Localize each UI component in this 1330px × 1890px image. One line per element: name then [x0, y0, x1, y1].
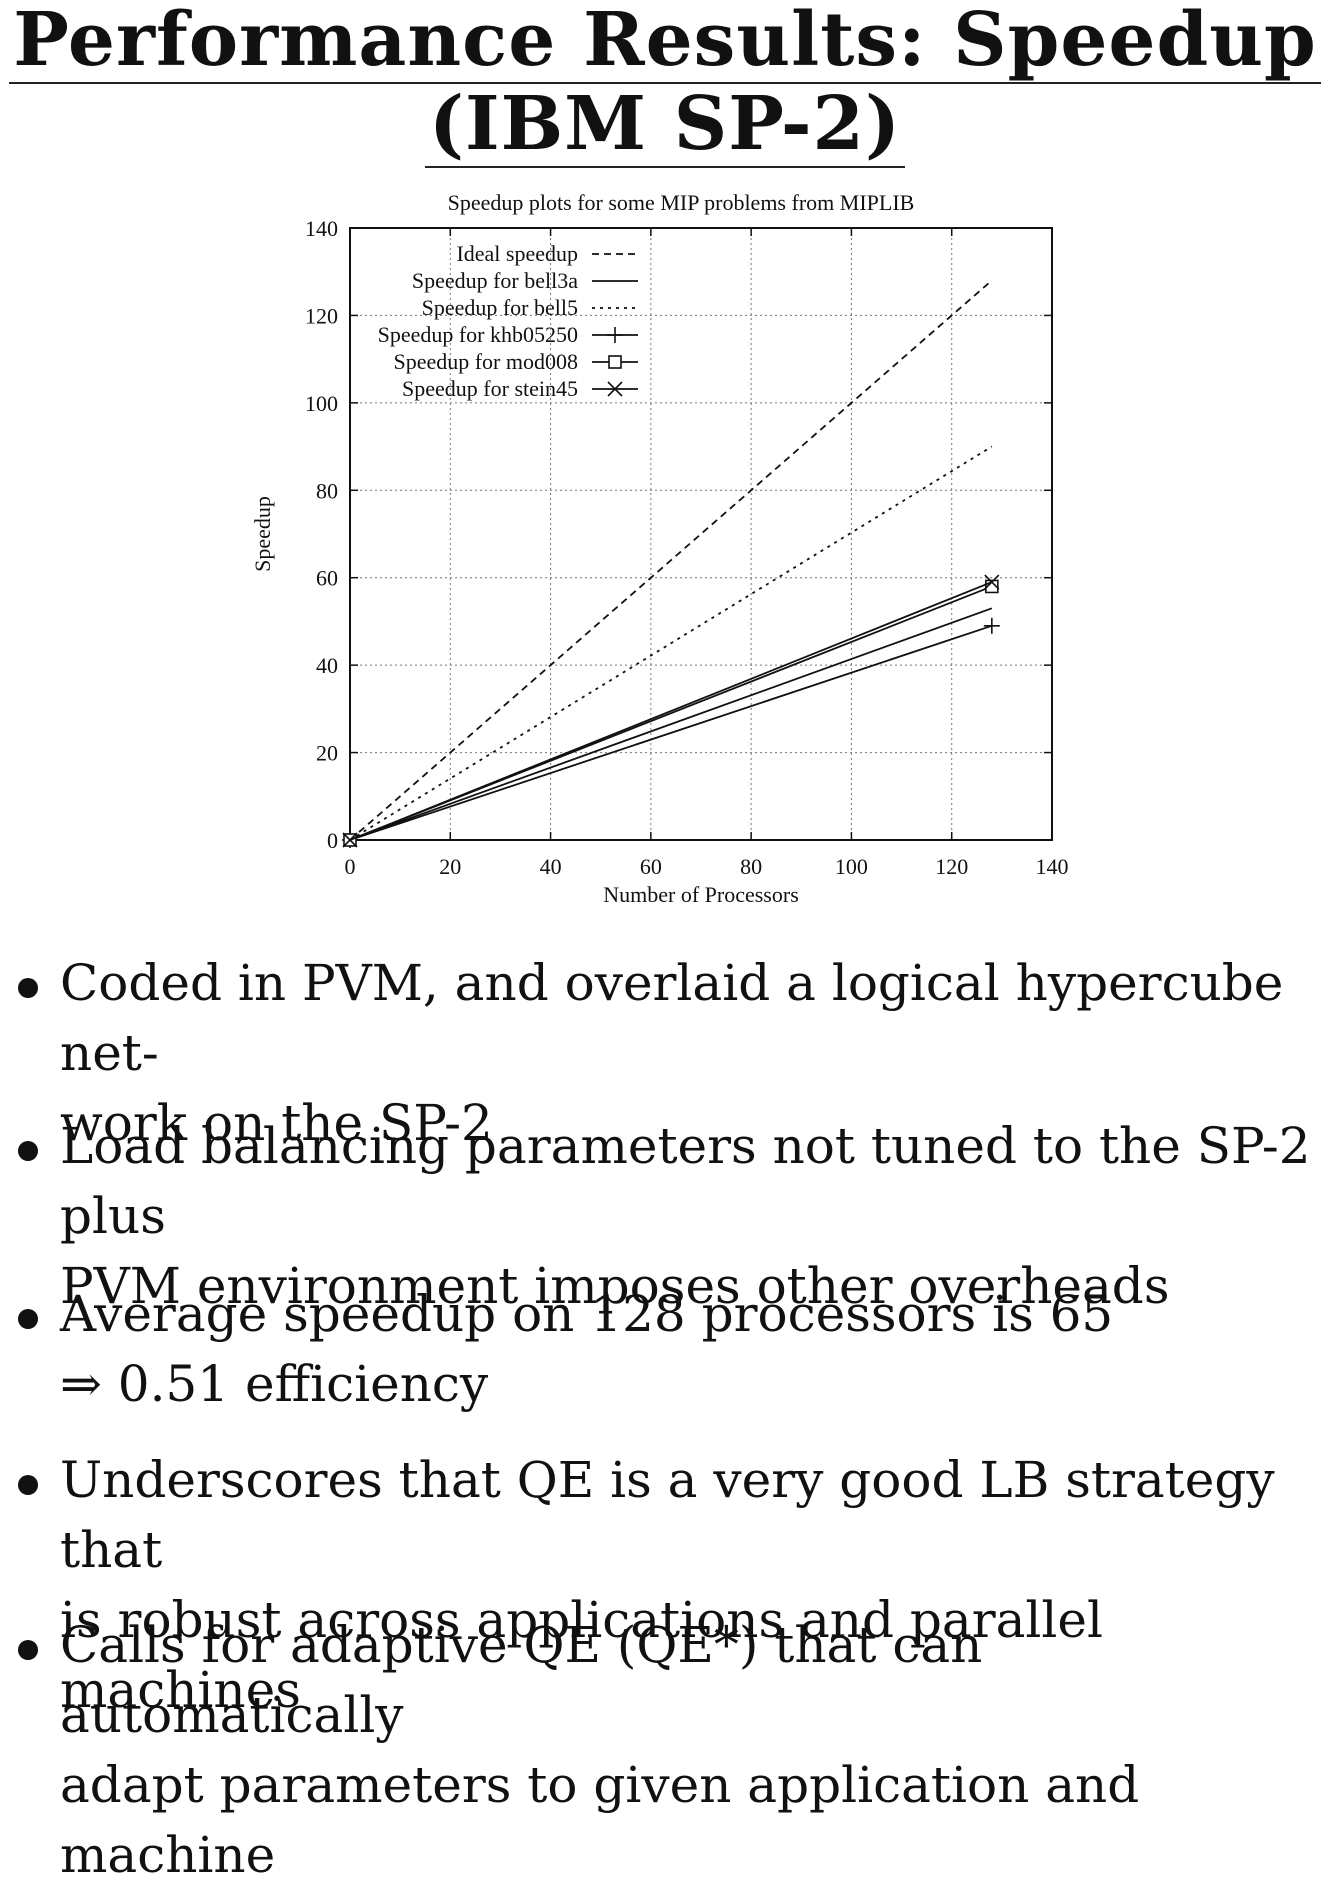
plot-frame — [349, 227, 1053, 841]
bullet-text: Underscores that QE is a very good LB st… — [60, 1445, 1320, 1725]
y-tick-label: 100 — [305, 391, 338, 416]
bullet-line: work on the SP-2 — [60, 1094, 493, 1152]
bullet-dot-icon — [18, 1141, 38, 1161]
bullet-line: Load balancing parameters not tuned to t… — [60, 1117, 1311, 1245]
legend-label: Ideal speedup — [456, 241, 578, 266]
bullet-text: Coded in PVM, and overlaid a logical hyp… — [60, 948, 1320, 1158]
cross-marker — [607, 381, 623, 397]
bullet-line: ⇒ 0.51 efficiency — [60, 1355, 489, 1413]
x-tick-label: 140 — [1036, 854, 1069, 879]
series-line — [349, 624, 993, 841]
bullet-text: Average speedup on 128 processors is 65 … — [60, 1279, 1320, 1419]
legend-label: Speedup for khb05250 — [378, 322, 578, 347]
bullet-line: Underscores that QE is a very good LB st… — [60, 1451, 1275, 1579]
bullet-line: Coded in PVM, and overlaid a logical hyp… — [60, 954, 1284, 1082]
bullet-line: is robust across applications and parall… — [60, 1591, 1103, 1719]
series-line — [349, 607, 993, 841]
bullet-dot-icon — [18, 1309, 38, 1329]
legend-label: Speedup for mod008 — [393, 349, 578, 374]
slide-title-line-1: Performance Results: Speedup — [0, 0, 1330, 84]
legend-label: Speedup for stein45 — [402, 376, 578, 401]
x-tick-label: 100 — [835, 854, 868, 879]
x-tick-label: 40 — [540, 854, 562, 879]
y-tick-label: 140 — [305, 216, 338, 241]
bullet-line: PVM environment imposes other overheads — [60, 1257, 1170, 1315]
y-axis-label: Speedup — [250, 496, 275, 572]
y-tick-label: 20 — [316, 741, 338, 766]
x-tick-label: 120 — [935, 854, 968, 879]
bullet-line: Average speedup on 128 processors is 65 — [60, 1285, 1114, 1343]
x-tick-label: 60 — [640, 854, 662, 879]
chart-title: Speedup plots for some MIP problems from… — [448, 190, 915, 215]
bullet-line: adapt parameters to given application an… — [60, 1756, 1140, 1884]
square-marker — [608, 355, 622, 369]
cross-marker — [342, 832, 358, 848]
bullet-dot-icon — [18, 1640, 38, 1660]
bullet-dot-icon — [18, 978, 38, 998]
bullet-text: Load balancing parameters not tuned to t… — [60, 1111, 1320, 1321]
series-line — [349, 581, 993, 841]
series-line — [349, 445, 993, 841]
bullet-dot-icon — [18, 1475, 38, 1495]
x-tick-label: 0 — [345, 854, 356, 879]
y-tick-label: 60 — [316, 566, 338, 591]
x-axis-label: Number of Processors — [603, 882, 799, 907]
slide-title-text-1: Performance Results: Speedup — [9, 0, 1321, 84]
y-tick-label: 0 — [327, 828, 338, 853]
y-tick-label: 40 — [316, 653, 338, 678]
slide-title-line-2: (IBM SP-2) — [0, 84, 1330, 168]
bullet-line: Calls for adaptive QE (QE*) that can aut… — [60, 1616, 983, 1744]
legend-label: Speedup for bell5 — [422, 295, 578, 320]
cross-marker — [984, 574, 1000, 590]
y-tick-label: 120 — [305, 303, 338, 328]
bullet-text: Calls for adaptive QE (QE*) that can aut… — [60, 1610, 1320, 1890]
series-line — [349, 279, 993, 841]
legend-label: Speedup for bell3a — [412, 268, 578, 293]
x-tick-label: 20 — [439, 854, 461, 879]
slide-title-text-2: (IBM SP-2) — [424, 84, 906, 168]
x-tick-label: 80 — [740, 854, 762, 879]
y-tick-label: 80 — [316, 478, 338, 503]
